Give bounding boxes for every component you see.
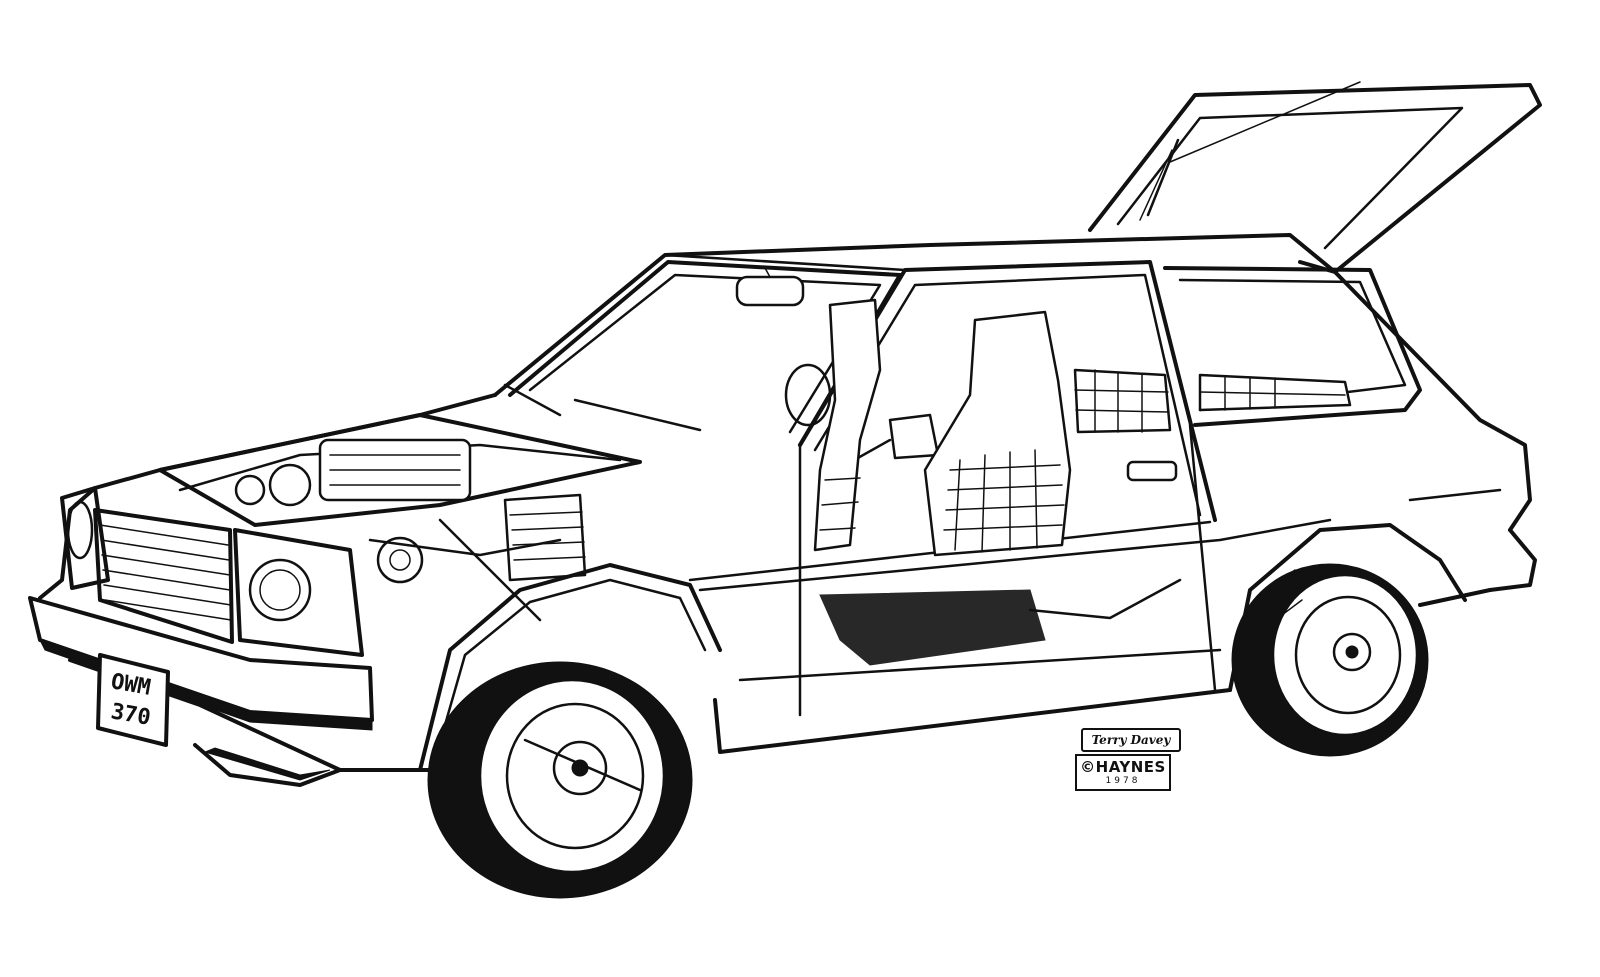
copyright-publisher: HAYNES (1095, 757, 1166, 776)
grille (93, 508, 234, 644)
headlight-right (248, 558, 312, 622)
rear-view-mirror (735, 275, 805, 307)
copyright-symbol: © (1080, 757, 1096, 776)
seats (784, 298, 1352, 557)
front-wheel (418, 563, 722, 899)
door-handle (1126, 460, 1178, 482)
floor-pan (738, 578, 1222, 682)
rear-wheel (1228, 523, 1467, 757)
artist-signature: Terry Davey (1081, 728, 1181, 752)
rear-left-wheel-hint (193, 743, 342, 787)
copyright-box: ©HAYNES 1978 (1075, 754, 1171, 791)
copyright-year: 1978 (1105, 775, 1141, 786)
wing-mirror (888, 413, 940, 460)
license-plate: OWM 370 (96, 653, 170, 747)
copyright-line: ©HAYNES (1080, 757, 1166, 776)
front-end (28, 486, 442, 772)
engine-bay (158, 413, 642, 622)
headlight-left (66, 500, 94, 560)
tailgate (1088, 81, 1542, 274)
